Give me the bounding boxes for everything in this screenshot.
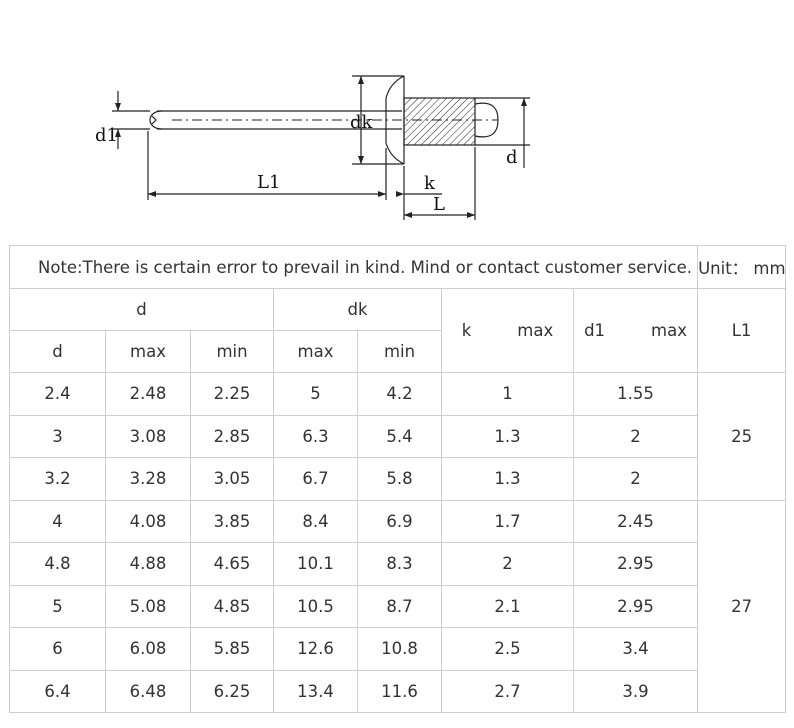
label-L1: L1 bbox=[257, 172, 280, 193]
cell-d-min: 4.85 bbox=[190, 584, 274, 628]
cell-dk-min: 10.8 bbox=[357, 627, 442, 671]
header-d1-label: d1 bbox=[584, 321, 606, 340]
cell-k-max: 1.3 bbox=[441, 457, 574, 501]
header-dk-min: min bbox=[357, 330, 442, 373]
cell-k-max: 2.5 bbox=[441, 627, 574, 671]
cell-d1-max: 2.95 bbox=[572, 542, 699, 586]
cell-dk-min: 6.9 bbox=[357, 499, 442, 543]
cell-d-max: 6.48 bbox=[105, 669, 191, 713]
header-d: d bbox=[9, 330, 106, 373]
cell-dk-max: 12.6 bbox=[273, 627, 358, 671]
cell-d-min: 3.05 bbox=[190, 457, 274, 501]
cell-d-max: 4.08 bbox=[105, 499, 191, 543]
cell-dk-min: 5.4 bbox=[357, 414, 442, 458]
cell-k-max: 1.3 bbox=[441, 414, 574, 458]
cell-d1-max: 2 bbox=[572, 414, 699, 458]
label-dk: dk bbox=[350, 112, 374, 133]
cell-d-min: 3.85 bbox=[190, 499, 274, 543]
cell-dk-min: 5.8 bbox=[357, 457, 442, 501]
cell-dk-min: 11.6 bbox=[357, 669, 442, 713]
cell-k-max: 1.7 bbox=[441, 499, 574, 543]
cell-dk-min: 4.2 bbox=[357, 372, 442, 416]
cell-d-min: 2.25 bbox=[190, 372, 274, 416]
cell-d-min: 2.85 bbox=[190, 414, 274, 458]
cell-dk-max: 6.7 bbox=[273, 457, 358, 501]
label-d: d bbox=[506, 147, 518, 168]
rivet-diagram: d1 dk d L1 k L bbox=[95, 75, 530, 220]
cell-d: 4.8 bbox=[9, 542, 106, 586]
header-d1-max: max bbox=[651, 321, 687, 340]
label-k: k bbox=[424, 173, 436, 194]
cell-d1-max: 2.45 bbox=[572, 499, 699, 543]
header-d-group: d bbox=[9, 288, 274, 331]
label-L: L bbox=[433, 194, 445, 215]
rivet-spec-table: Note:There is certain error to prevail i… bbox=[8, 245, 787, 713]
cell-k-max: 2.1 bbox=[441, 584, 574, 628]
header-L1: L1 bbox=[697, 288, 787, 373]
cell-d1-max: 2.95 bbox=[572, 584, 699, 628]
header-d-min: min bbox=[190, 330, 274, 373]
cell-dk-min: 8.7 bbox=[357, 584, 442, 628]
header-d-max: max bbox=[105, 330, 191, 373]
cell-k-max: 1 bbox=[441, 372, 574, 416]
cell-d-min: 6.25 bbox=[190, 669, 274, 713]
header-k: k max bbox=[441, 288, 574, 373]
cell-dk-max: 13.4 bbox=[273, 669, 358, 713]
cell-d: 4 bbox=[9, 499, 106, 543]
header-k-label: k bbox=[461, 321, 472, 340]
cell-d: 6.4 bbox=[9, 669, 106, 713]
cell-d: 6 bbox=[9, 627, 106, 671]
cell-d-max: 3.08 bbox=[105, 414, 191, 458]
cell-d: 3.2 bbox=[9, 457, 106, 501]
header-dk-group: dk bbox=[273, 288, 442, 331]
unit-label: Unit： mm bbox=[697, 245, 787, 289]
header-dk-max: max bbox=[273, 330, 358, 373]
cell-L1: 25 bbox=[697, 372, 787, 501]
cell-d: 3 bbox=[9, 414, 106, 458]
cell-dk-max: 6.3 bbox=[273, 414, 358, 458]
cell-d: 2.4 bbox=[9, 372, 106, 416]
cell-d1-max: 3.4 bbox=[572, 627, 699, 671]
cell-d-max: 2.48 bbox=[105, 372, 191, 416]
cell-d-min: 5.85 bbox=[190, 627, 274, 671]
cell-k-max: 2 bbox=[441, 542, 574, 586]
cell-k-max: 2.7 bbox=[441, 669, 574, 713]
cell-dk-max: 10.5 bbox=[273, 584, 358, 628]
label-d1: d1 bbox=[95, 125, 118, 146]
cell-d1-max: 2 bbox=[572, 457, 699, 501]
cell-d-max: 6.08 bbox=[105, 627, 191, 671]
cell-d-min: 4.65 bbox=[190, 542, 274, 586]
cell-dk-min: 8.3 bbox=[357, 542, 442, 586]
cell-dk-max: 5 bbox=[273, 372, 358, 416]
cell-d1-max: 1.55 bbox=[572, 372, 699, 416]
note-text: Note:There is certain error to prevail i… bbox=[8, 245, 699, 289]
cell-d-max: 4.88 bbox=[105, 542, 191, 586]
cell-dk-max: 8.4 bbox=[273, 499, 358, 543]
cell-dk-max: 10.1 bbox=[273, 542, 358, 586]
cell-d: 5 bbox=[9, 584, 106, 628]
cell-L1: 27 bbox=[697, 499, 787, 713]
header-d1: d1 max bbox=[572, 288, 699, 373]
cell-d-max: 3.28 bbox=[105, 457, 191, 501]
cell-d-max: 5.08 bbox=[105, 584, 191, 628]
cell-d1-max: 3.9 bbox=[572, 669, 699, 713]
header-k-max: max bbox=[517, 321, 554, 340]
